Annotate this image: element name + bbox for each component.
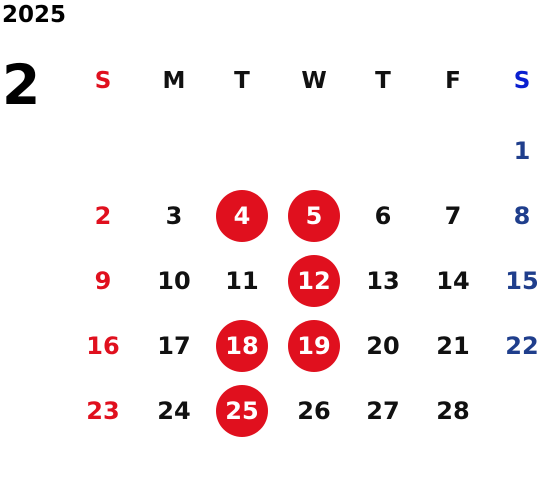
weekday-header-mon: M <box>162 67 186 94</box>
day-1[interactable]: 1 <box>513 137 531 165</box>
day-24[interactable]: 24 <box>157 397 191 425</box>
day-7[interactable]: 7 <box>444 202 462 230</box>
day-15[interactable]: 15 <box>505 267 539 295</box>
weekday-header-fri: F <box>445 67 461 94</box>
day-14[interactable]: 14 <box>436 267 470 295</box>
day-22[interactable]: 22 <box>505 332 539 360</box>
weekday-header-sat: S <box>513 67 531 94</box>
highlighted-day-4[interactable]: 4 <box>216 190 268 242</box>
day-21[interactable]: 21 <box>436 332 470 360</box>
highlighted-day-19[interactable]: 19 <box>288 320 340 372</box>
day-9[interactable]: 9 <box>94 267 112 295</box>
day-23[interactable]: 23 <box>86 397 120 425</box>
day-8[interactable]: 8 <box>513 202 531 230</box>
weekday-header-sun: S <box>94 67 112 94</box>
day-28[interactable]: 28 <box>436 397 470 425</box>
highlighted-day-12[interactable]: 12 <box>288 255 340 307</box>
day-17[interactable]: 17 <box>157 332 191 360</box>
year-label: 2025 <box>2 2 67 28</box>
highlighted-day-18[interactable]: 18 <box>216 320 268 372</box>
highlighted-day-25[interactable]: 25 <box>216 385 268 437</box>
day-13[interactable]: 13 <box>366 267 400 295</box>
day-10[interactable]: 10 <box>157 267 191 295</box>
day-2[interactable]: 2 <box>94 202 112 230</box>
day-27[interactable]: 27 <box>366 397 400 425</box>
day-6[interactable]: 6 <box>374 202 392 230</box>
weekday-header-thu: T <box>375 67 391 94</box>
day-26[interactable]: 26 <box>297 397 331 425</box>
weekday-header-wed: W <box>301 67 327 94</box>
highlighted-day-5[interactable]: 5 <box>288 190 340 242</box>
day-16[interactable]: 16 <box>86 332 120 360</box>
weekday-header-tue: T <box>234 67 250 94</box>
month-number: 2 <box>2 53 41 117</box>
day-20[interactable]: 20 <box>366 332 400 360</box>
day-3[interactable]: 3 <box>165 202 183 230</box>
day-11[interactable]: 11 <box>225 267 259 295</box>
